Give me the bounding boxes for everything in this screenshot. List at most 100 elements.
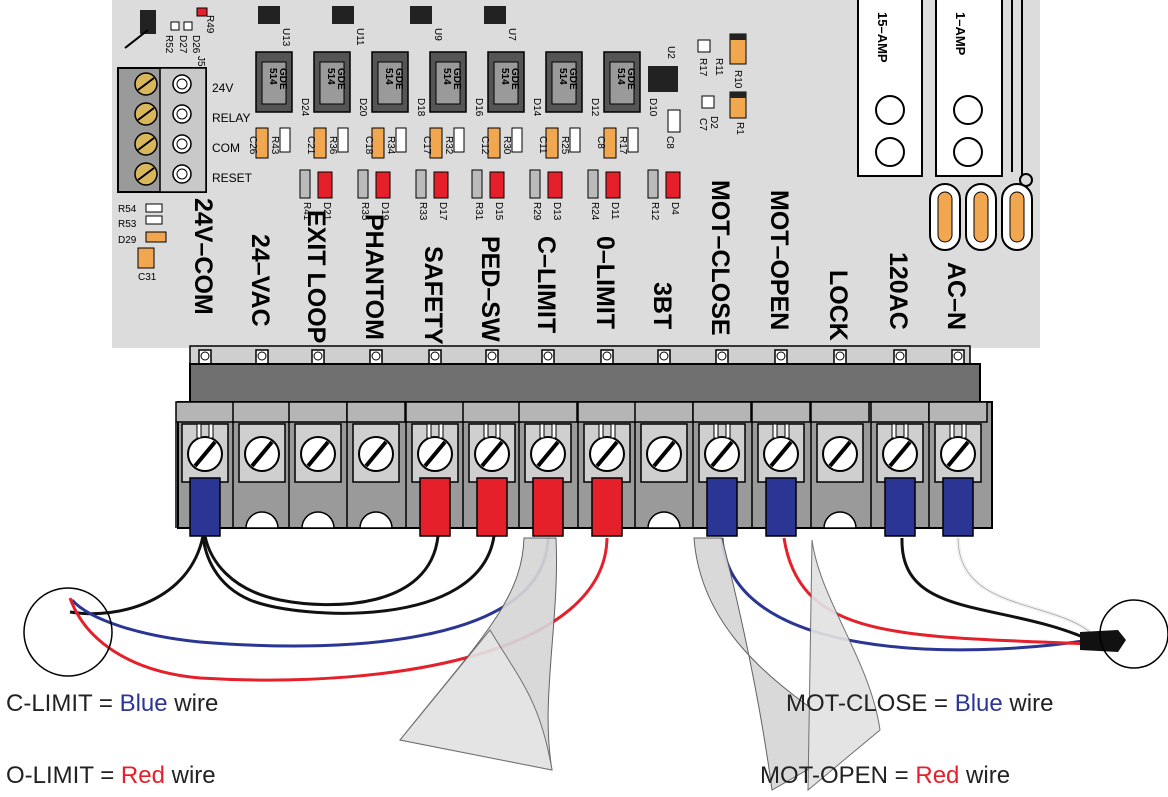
right-small-parts: R17 R11 R10 D2 C7 R1 C8 [664, 33, 747, 149]
legend-mot-open-suffix: wire [959, 762, 1011, 789]
capacitor [603, 127, 617, 159]
ref-diode: D12 [589, 98, 600, 117]
ref-lower-r: R41 [301, 202, 312, 221]
resistor [395, 127, 407, 153]
legend-o-limit-label: O-LIMIT = [6, 762, 121, 789]
ref-r53: R53 [118, 219, 137, 230]
resistor [569, 127, 581, 153]
legend-o-limit-suffix: wire [164, 762, 216, 789]
ref-lower-d: D11 [609, 202, 620, 220]
led-resistor [415, 169, 427, 199]
capacitor [313, 127, 327, 159]
wire-ferrule [884, 477, 916, 537]
led-resistor [647, 169, 659, 199]
j5-label: J5 [195, 56, 206, 67]
capacitor [429, 127, 443, 159]
chip-marking-code: GDE [509, 68, 520, 90]
ref-diode: D10 [647, 98, 658, 117]
ref-resistor: R36 [327, 136, 338, 155]
ref-capacitor: C17 [421, 136, 432, 155]
wire-black-common [69, 535, 205, 616]
resistor [279, 127, 291, 153]
ref-d3: C7 [697, 118, 708, 131]
ref-d29: D29 [118, 235, 137, 246]
legend-mot-close-suffix: wire [1002, 690, 1054, 717]
ref-u9: U9 [432, 28, 443, 41]
ref-lower-r: R35 [359, 202, 370, 221]
ref-capacitor: C8 [595, 136, 606, 149]
led [317, 171, 333, 199]
led-resistor [587, 169, 599, 199]
wire-ferrule [189, 477, 221, 537]
ref-u2: U2 [665, 46, 676, 59]
terminal-label: 24–VAC [246, 234, 274, 327]
legend-o-limit: O-LIMIT = Red wire [6, 762, 216, 790]
resistor [337, 127, 349, 153]
led [489, 171, 505, 199]
ref-resistor: R32 [443, 136, 454, 155]
ref-capacitor: C12 [479, 136, 490, 155]
ref-r54: R54 [118, 204, 137, 215]
ref-resistor: R34 [385, 136, 396, 155]
ref-lower-d: D17 [437, 202, 448, 221]
chip-marking-code: GDE [625, 68, 636, 90]
ref-lower-r: R29 [531, 202, 542, 221]
ref-r11: C8 [664, 136, 675, 149]
wire-ferrule [765, 477, 797, 537]
resistor [453, 127, 465, 153]
chip-marking-number: 514 [499, 68, 510, 85]
terminal-label: 120AC [884, 252, 912, 330]
ref-lower-d: D13 [551, 202, 562, 221]
legend-c-limit-label: C-LIMIT = [6, 690, 120, 717]
ref-lower-d: D19 [379, 202, 390, 221]
fuse-block [929, 173, 1033, 251]
wire-ferrule [532, 477, 564, 537]
terminal-label: MOT–OPEN [765, 190, 793, 330]
wire-ferrule [476, 477, 508, 537]
left-refs: R54 R53 D29 C31 [118, 203, 167, 283]
chip-marking-number: 514 [557, 68, 568, 85]
wire-harness [68, 535, 1126, 682]
wire-ferrule [591, 477, 623, 537]
ref-lower-r: R24 [589, 202, 600, 221]
legend-o-limit-color: Red [120, 762, 165, 789]
ref-resistor: R25 [559, 136, 570, 155]
wire-blue-mot-close [720, 537, 1091, 652]
ref-r10: R17 [697, 58, 708, 77]
ref-lower-d: D21 [321, 202, 332, 221]
right-connector-circle [1099, 599, 1168, 669]
terminal-label: MOT–CLOSE [706, 180, 734, 336]
ref-resistor: R43 [269, 136, 280, 155]
wire-red-o-limit [68, 537, 609, 682]
chip-marking-code: GDE [451, 68, 462, 90]
ribbon-callouts [399, 537, 881, 792]
ref-r1: D2 [708, 116, 719, 129]
led [433, 171, 449, 199]
ref-capacitor: C11 [537, 136, 548, 154]
ref-diode: D14 [531, 98, 542, 117]
led-resistor [357, 169, 369, 199]
chip-marking-code: GDE [335, 68, 346, 90]
capacitor [371, 127, 385, 159]
fuse-panel: 15–AMP 1–AMP [857, 0, 1033, 251]
terminal-label: 24V–COM [189, 198, 217, 315]
wire-ferrule [942, 477, 974, 537]
led [665, 171, 681, 199]
legend-mot-close: MOT-CLOSE = Blue wire [786, 690, 1053, 718]
terminal-label: C–LIMIT [532, 236, 560, 333]
ref-u7: U7 [506, 28, 517, 41]
ref-d26: D26 [190, 35, 201, 54]
legend-mot-close-color: Blue [954, 690, 1003, 717]
relay-terminal-relay: RELAY [212, 111, 250, 125]
legend-mot-open-label: MOT-OPEN = [760, 762, 916, 789]
ref-c7: R10 [732, 70, 743, 89]
wire-black-safety [203, 535, 440, 607]
ref-r52: R52 [163, 35, 174, 54]
fuse-label-15-amp: 15–AMP [875, 12, 890, 63]
legend-mot-open: MOT-OPEN = Red wire [760, 762, 1010, 790]
wire-black-120ac [900, 537, 1091, 642]
led [605, 171, 621, 199]
chip-marking-code: GDE [567, 68, 578, 90]
